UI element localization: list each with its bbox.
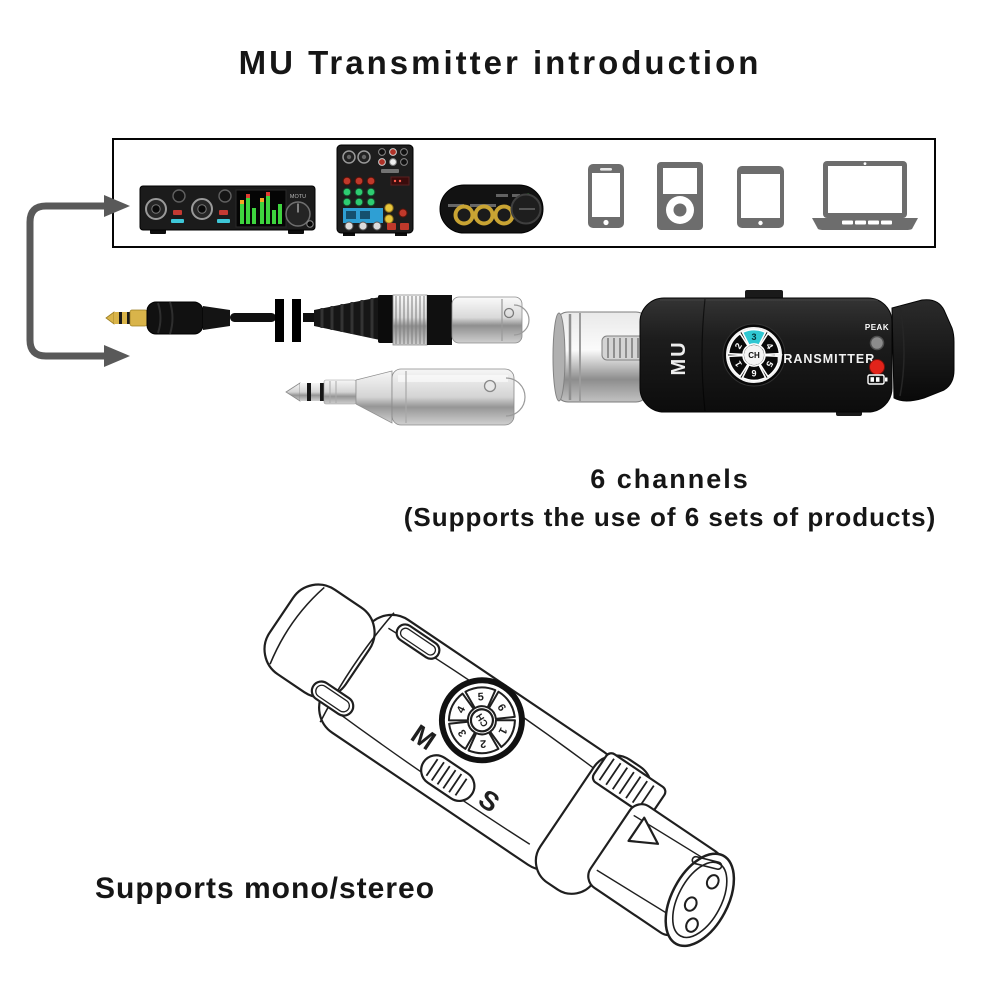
drawing-charge-port: [310, 680, 355, 717]
dial-center-label: CH: [748, 351, 760, 360]
transmitter-label: TRANSMITTER: [775, 352, 876, 366]
trs-xlr-adapter-photo: [285, 368, 526, 426]
tablet-icon: [737, 166, 784, 228]
drawing-xlr-face: [664, 852, 736, 948]
laptop-icon: [812, 161, 918, 230]
channels-caption: 6 channels (Supports the use of 6 sets o…: [340, 464, 1000, 533]
devices-illustration: MOTU: [139, 144, 918, 236]
mu-transmitter-photo: MU 1 2 3 4 5: [552, 290, 955, 416]
trs-plug-icon: [285, 368, 526, 426]
drawing-latch-wedge: [627, 816, 660, 845]
xlr-male-cap: [891, 299, 955, 402]
arrow-right-top-icon: [104, 195, 130, 217]
mono-stereo-caption: Supports mono/stereo: [95, 872, 436, 905]
drawing-channel-number: 6: [495, 702, 508, 714]
drawing-channel-number: 1: [496, 725, 509, 736]
channel-number: 5: [764, 359, 775, 368]
peak-led: [869, 335, 885, 351]
arrow-right-bottom-icon: [104, 345, 130, 367]
connection-arrows: [26, 195, 130, 367]
channels-title: 6 channels: [590, 464, 750, 494]
channel-number: 2: [733, 341, 744, 350]
drawing-channel-number: 3: [456, 727, 469, 739]
battery-icon: [867, 374, 888, 385]
drawing-channel-dial: 1 2 3 4 5: [438, 677, 525, 764]
channel-dial: 1 2 3 4 5 6 CH: [722, 323, 786, 387]
channel-number: 4: [764, 341, 775, 350]
interface-brand-label: MOTU: [290, 194, 306, 200]
drawing-xlr-latch: [591, 752, 667, 818]
channels-subtitle: (Supports the use of 6 sets of products): [403, 502, 937, 532]
media-player-icon: [657, 162, 703, 230]
smartphone-icon: [588, 164, 624, 228]
drawing-channel-number: 2: [480, 737, 487, 749]
cable-break-icon: [275, 299, 301, 342]
mixer-icon: [336, 144, 414, 236]
compatible-devices-box: MOTU: [112, 138, 936, 248]
aux-plug-icon: [105, 301, 276, 335]
power-led: [869, 359, 885, 375]
xlr-female-connector: [552, 311, 651, 403]
drawing-channel-number: 5: [477, 691, 484, 703]
channel-number: 6: [751, 368, 756, 378]
mono-stereo-switch: [420, 754, 476, 803]
peak-label: PEAK: [865, 323, 889, 332]
page-title: MU Transmitter introduction: [238, 44, 762, 81]
aux-to-xlr-cable-photo: [105, 294, 530, 346]
headphone-amp-icon: [439, 184, 544, 234]
drawing-xlr-cap: [263, 583, 376, 699]
channel-number-active: 3: [751, 332, 756, 342]
drawing-channel-number: 4: [455, 704, 469, 716]
model-label: MU: [668, 340, 690, 375]
audio-interface-icon: MOTU: [139, 185, 316, 234]
drawing-top-slot: [395, 623, 441, 660]
xlr-male-plug-icon: [303, 294, 530, 346]
transmitter-line-drawing: 1 2 3 4 5: [263, 583, 736, 948]
channel-number: 1: [733, 359, 744, 368]
